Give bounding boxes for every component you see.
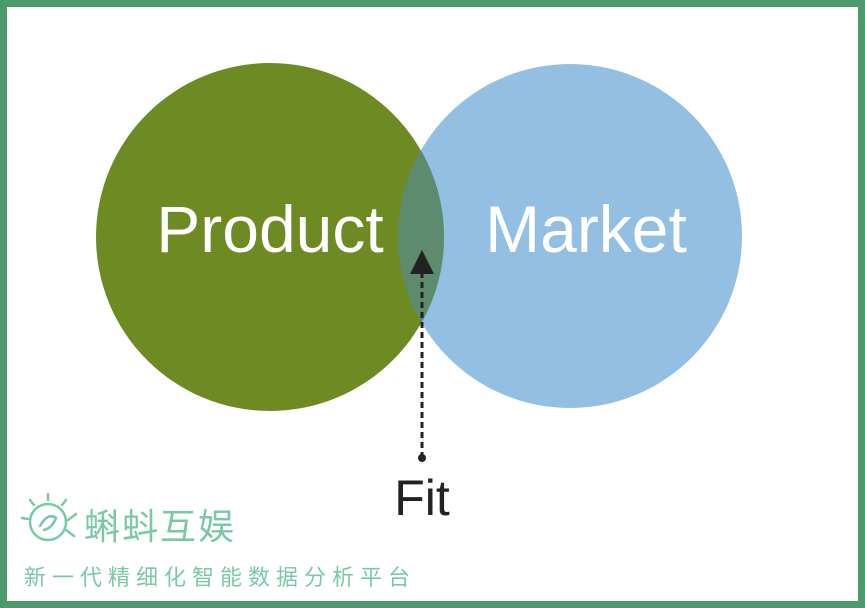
watermark: 蝌蚪互娱 新一代精细化智能数据分析平台 <box>18 490 538 591</box>
market-circle <box>398 64 742 408</box>
product-circle <box>96 63 444 411</box>
fit-label: Fit <box>394 470 450 526</box>
fit-arrow-dot <box>418 454 426 462</box>
watermark-brand: 蝌蚪互娱 <box>84 507 237 548</box>
market-label: Market <box>485 192 687 266</box>
tadpole-logo-icon <box>20 492 78 542</box>
product-label: Product <box>156 192 383 266</box>
watermark-tagline: 新一代精细化智能数据分析平台 <box>24 566 417 591</box>
